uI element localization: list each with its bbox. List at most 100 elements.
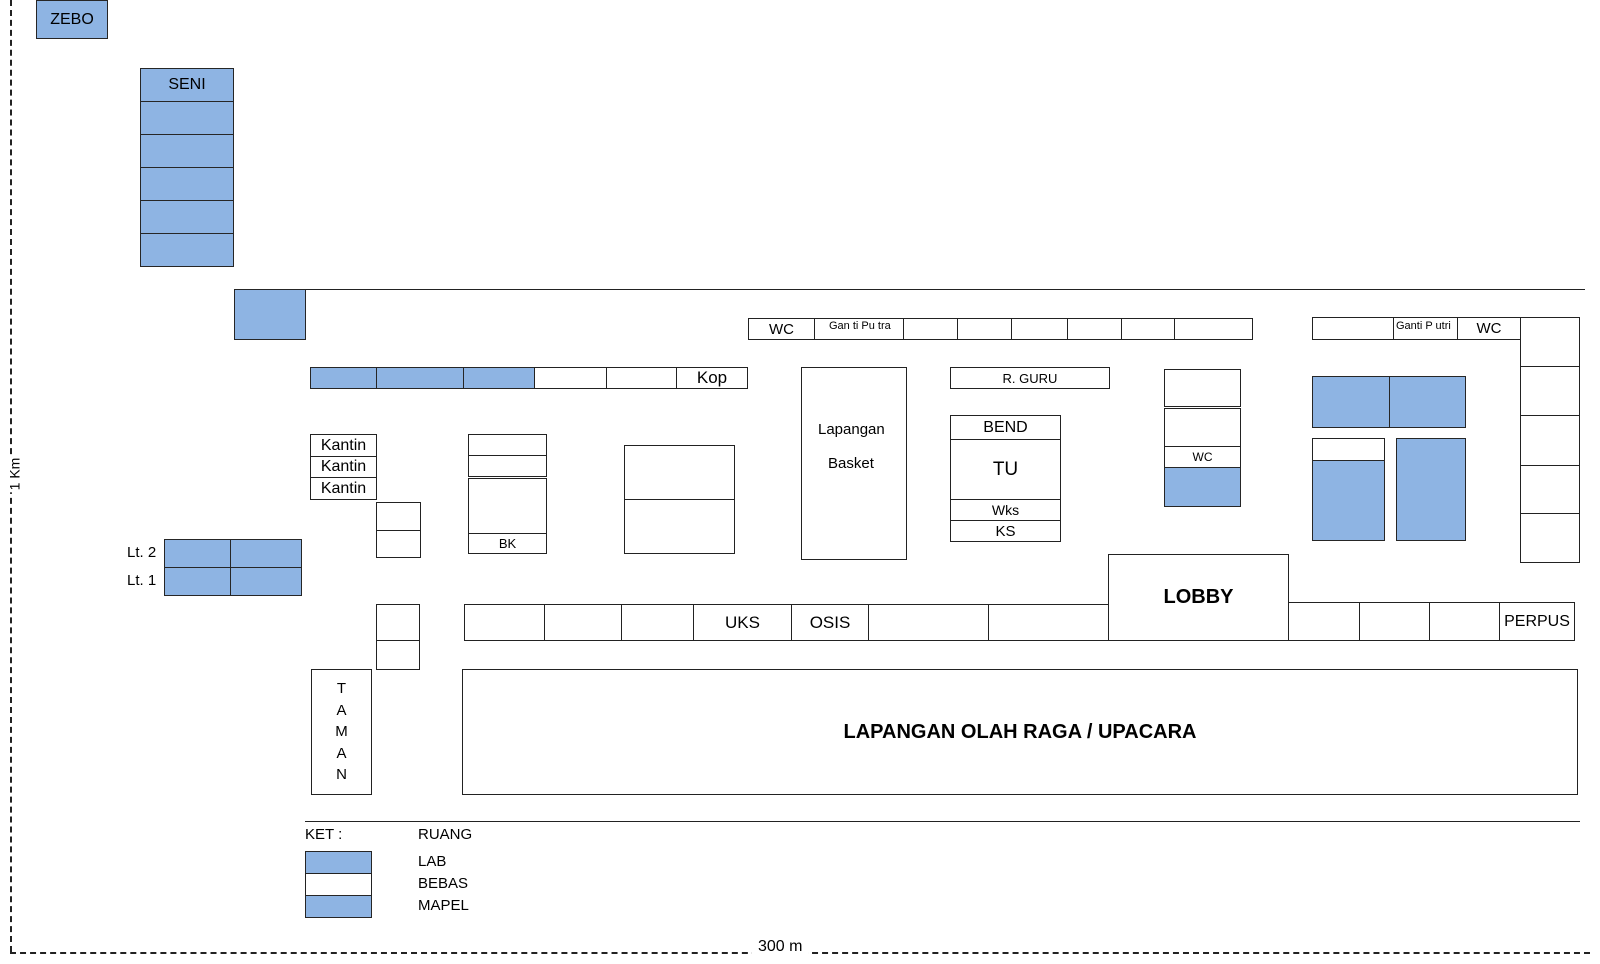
zebo-building: ZEBO — [36, 0, 108, 39]
room — [464, 604, 545, 641]
taman: T A M A N — [311, 669, 372, 795]
room — [376, 640, 420, 670]
room — [1429, 602, 1500, 641]
ganti-putra-label: Gan ti Pu tra — [829, 320, 891, 332]
room — [544, 604, 622, 641]
kantin-room: Kantin — [310, 456, 377, 478]
lab-room — [164, 567, 231, 596]
room — [376, 502, 421, 531]
lab-room — [164, 539, 231, 568]
room — [468, 455, 547, 477]
room — [1359, 602, 1430, 641]
legend-item-bebas: BEBAS — [418, 875, 469, 892]
room — [376, 604, 420, 641]
kantin-room: Kantin — [310, 434, 377, 457]
room — [1312, 438, 1385, 461]
perpus-room: PERPUS — [1499, 602, 1575, 641]
bk-room: BK — [468, 533, 547, 554]
room — [624, 445, 735, 500]
room — [468, 478, 547, 534]
scale-vertical-label: 1 Km — [6, 455, 23, 493]
bend-room: BEND — [950, 415, 1061, 440]
taman-letter: N — [336, 766, 347, 783]
room — [468, 434, 547, 456]
legend-header: RUANG — [418, 826, 473, 843]
lab-room — [1312, 376, 1390, 428]
room — [957, 318, 1012, 340]
room — [1121, 318, 1175, 340]
room — [376, 530, 421, 558]
uks-room: UKS — [693, 604, 792, 641]
room — [534, 367, 607, 389]
room — [1164, 369, 1241, 407]
room — [1520, 465, 1580, 514]
taman-letter: M — [335, 723, 348, 740]
lab-room — [140, 101, 234, 135]
wks-room: Wks — [950, 499, 1061, 521]
lab-room — [140, 167, 234, 201]
lab-room — [234, 289, 306, 340]
room — [903, 318, 958, 340]
wc-room: WC — [1164, 446, 1241, 468]
room — [1520, 317, 1580, 367]
legend-item-lab: LAB — [418, 853, 447, 870]
room — [868, 604, 989, 641]
lt1-label: Lt. 1 — [127, 572, 157, 589]
lab-room — [140, 200, 234, 234]
room — [621, 604, 694, 641]
legend-item-mapel: MAPEL — [418, 897, 469, 914]
room — [1067, 318, 1122, 340]
taman-letter: A — [336, 744, 347, 762]
lab-room — [140, 233, 234, 267]
lab-room — [1312, 460, 1385, 541]
taman-letter: T — [336, 680, 347, 697]
taman-letter: A — [336, 701, 347, 719]
wall-line-top — [305, 289, 1585, 290]
room — [988, 604, 1109, 641]
r-guru-room: R. GURU — [950, 367, 1110, 389]
room — [606, 367, 677, 389]
wc-room: WC — [1457, 317, 1521, 340]
room — [624, 499, 735, 554]
kantin-room: Kantin — [310, 477, 377, 500]
ganti-putra-room: Gan ti Pu tra — [814, 318, 904, 340]
room — [1164, 408, 1241, 447]
lab-room — [140, 134, 234, 168]
seni-room: SENI — [140, 68, 234, 102]
lapangan-basket-label-line1: Lapangan — [818, 421, 885, 438]
lab-room — [1396, 438, 1466, 541]
room — [1011, 318, 1068, 340]
lobby: LOBBY — [1108, 554, 1289, 641]
legend-title: KET : — [305, 826, 343, 843]
scale-horizontal-label: 300 m — [752, 938, 809, 956]
lapangan-basket-label-line2: Basket — [828, 455, 874, 472]
lab-room — [463, 367, 535, 389]
lab-room — [310, 367, 377, 389]
legend-swatch-bebas — [305, 873, 372, 896]
taman-label: T A M A N — [312, 678, 371, 786]
ganti-putri-label: Ganti P utri — [1396, 320, 1451, 332]
wall-line-bottom — [305, 821, 1580, 822]
lab-room — [1389, 376, 1466, 428]
lapangan-olah-raga: LAPANGAN OLAH RAGA / UPACARA — [462, 669, 1578, 795]
room — [1288, 602, 1360, 641]
wc-room: WC — [748, 318, 815, 340]
lab-room — [230, 567, 302, 596]
lab-room — [1164, 467, 1241, 507]
lt2-label: Lt. 2 — [127, 544, 157, 561]
room — [1520, 513, 1580, 563]
tu-room: TU — [950, 439, 1061, 500]
room — [1174, 318, 1253, 340]
room — [1312, 317, 1394, 340]
room — [1520, 366, 1580, 416]
room — [1520, 415, 1580, 466]
kop-room: Kop — [676, 367, 748, 389]
legend-swatch-lab — [305, 851, 372, 874]
lab-room — [376, 367, 464, 389]
ganti-putri-room: Ganti P utri — [1393, 317, 1458, 340]
lab-room — [230, 539, 302, 568]
lapangan-basket: Lapangan Basket — [801, 367, 907, 560]
legend-swatch-mapel — [305, 895, 372, 918]
ks-room: KS — [950, 520, 1061, 542]
